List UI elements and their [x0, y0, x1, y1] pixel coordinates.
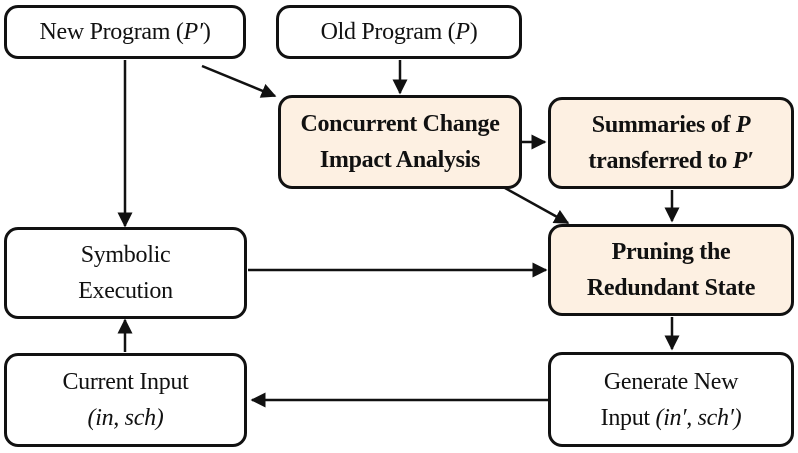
- node-symbolic-execution-line1: Symbolic: [80, 242, 171, 268]
- node-summaries: Summaries of P transferred to P′: [548, 97, 794, 189]
- node-impact-analysis-line1: Concurrent Change: [300, 111, 500, 137]
- edge-impact-to-pruning: [504, 186, 570, 225]
- node-pruning-line2: Redundant State: [586, 275, 756, 301]
- node-current-input-line1: Current Input: [62, 369, 189, 395]
- node-new-program-label: New Program (P′): [39, 19, 211, 45]
- node-pruning: Pruning the Redundant State: [548, 224, 794, 316]
- node-generate-input: Generate New Input (in′, sch′): [548, 352, 794, 447]
- node-summaries-line2: transferred to P′: [588, 148, 754, 174]
- node-impact-analysis-line2: Impact Analysis: [319, 147, 481, 173]
- node-old-program: Old Program (P): [276, 5, 522, 59]
- edge-new-to-impact: [201, 64, 277, 98]
- node-impact-analysis: Concurrent Change Impact Analysis: [278, 95, 522, 189]
- node-new-program: New Program (P′): [4, 5, 246, 59]
- node-old-program-label: Old Program (P): [320, 19, 478, 45]
- node-current-input: Current Input (in, sch): [4, 353, 247, 447]
- node-current-input-line2: (in, sch): [87, 405, 164, 431]
- node-summaries-line1: Summaries of P: [591, 112, 751, 138]
- node-symbolic-execution: Symbolic Execution: [4, 227, 247, 319]
- node-symbolic-execution-line2: Execution: [78, 278, 173, 304]
- node-generate-input-line2: Input (in′, sch′): [600, 404, 742, 431]
- node-generate-input-line1: Generate New: [603, 368, 739, 395]
- node-pruning-line1: Pruning the: [611, 239, 731, 265]
